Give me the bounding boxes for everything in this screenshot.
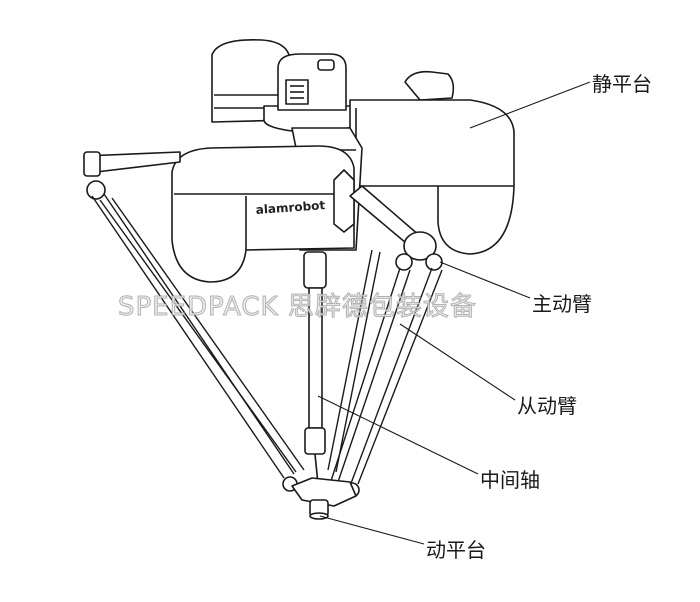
label-static-platform: 静平台 (592, 72, 652, 96)
top-motor (263, 53, 361, 133)
right-motor-housing (349, 70, 515, 255)
middle-shaft (303, 251, 327, 485)
label-active-arm: 主动臂 (532, 292, 592, 316)
moving-platform (282, 476, 360, 520)
passive-arms (91, 193, 443, 487)
brand-logo-text: alamrobot (255, 198, 326, 217)
left-active-arm (83, 151, 181, 200)
label-moving-platform: 动平台 (426, 538, 486, 562)
leader-lines (317, 81, 591, 545)
watermark-text: SPEEDPACK 思辟德包装设备 (118, 292, 477, 323)
label-middle-shaft: 中间轴 (480, 468, 540, 492)
label-passive-arm: 从动臂 (517, 394, 577, 418)
front-motor-housing (171, 145, 355, 283)
right-active-arm (349, 185, 443, 271)
